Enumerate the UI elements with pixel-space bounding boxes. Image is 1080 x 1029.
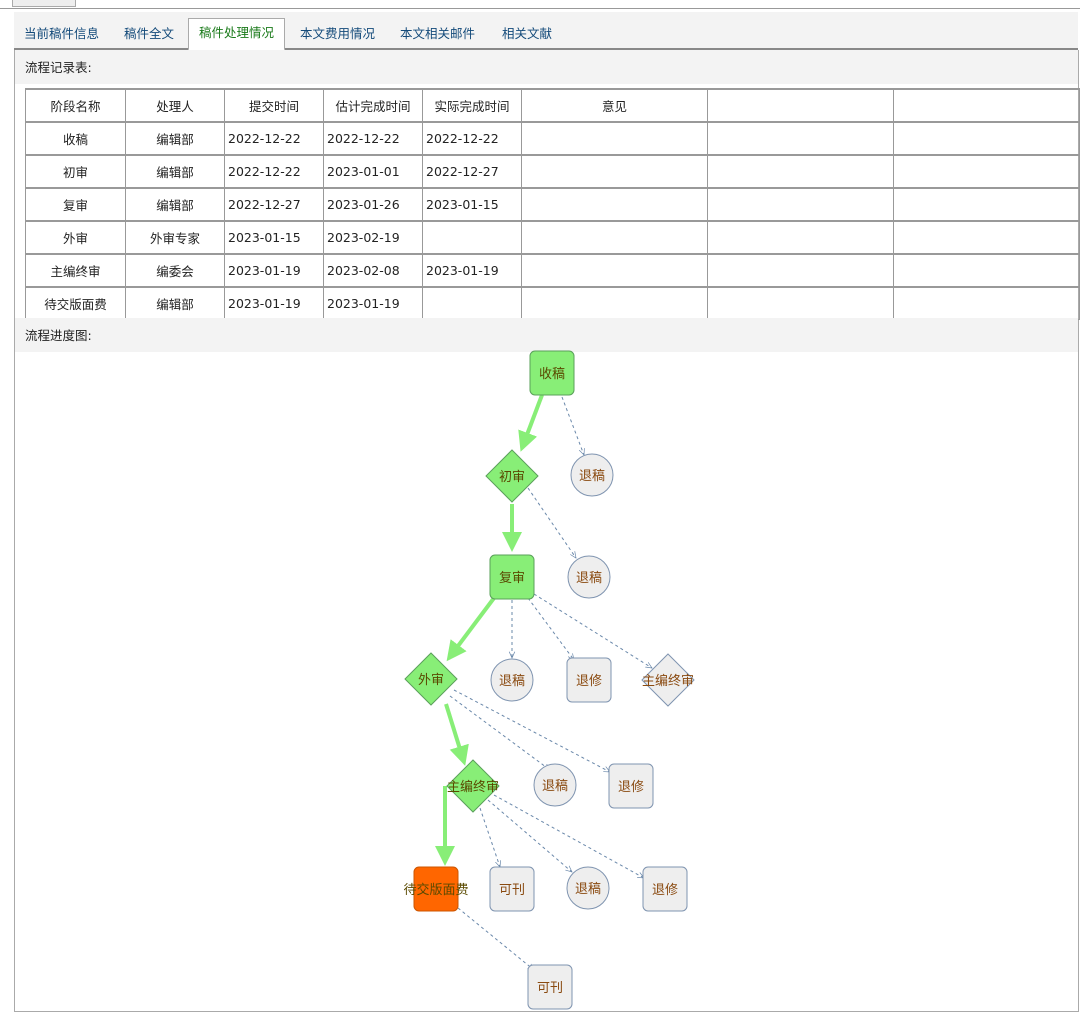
tab-3[interactable]: 本文费用情况 <box>300 26 376 41</box>
flow-node-pending <box>642 866 688 912</box>
flow-node-pending <box>527 964 573 1010</box>
flow-node-label: 退修 <box>576 674 602 689</box>
table-cell <box>893 253 1080 288</box>
flow-node-label: 初审 <box>499 470 525 485</box>
flow-node-label: 可刊 <box>537 981 563 996</box>
flow-edge-option <box>527 487 576 558</box>
flow-node-label: 退稿 <box>576 570 602 586</box>
flow-node-pending <box>490 658 534 702</box>
flow-edge-option <box>527 597 574 660</box>
flow-node-done <box>529 350 575 396</box>
table-cell <box>893 220 1080 255</box>
flow-node-pending <box>567 555 611 599</box>
flow-node-label: 退稿 <box>575 881 601 897</box>
table-cell <box>707 121 894 156</box>
flow-edge-option <box>493 794 644 879</box>
flow-node-label: 主编终审 <box>447 779 499 795</box>
table-cell <box>707 253 894 288</box>
tab-bar: 当前稿件信息 稿件全文稿件处理情况本文费用情况 本文相关邮件 相关文献 <box>14 12 1078 51</box>
flow-edge-option <box>449 695 550 770</box>
table-cell: 2023-01-15 <box>224 220 324 255</box>
flow-node-pending <box>608 763 654 809</box>
column-header <box>707 88 894 123</box>
table-cell <box>521 253 708 288</box>
flow-edge-done <box>444 703 469 766</box>
column-header: 估计完成时间 <box>323 88 423 123</box>
table-cell: 2022-12-22 <box>323 121 423 156</box>
top-bar <box>0 0 1080 9</box>
table-cell <box>521 220 708 255</box>
table-cell: 2023-01-15 <box>422 187 522 222</box>
tab-2[interactable]: 稿件处理情况 <box>188 18 286 51</box>
table-cell: 2022-12-22 <box>422 121 522 156</box>
flow-node-pending <box>566 866 610 910</box>
flow-edge-option <box>533 593 652 668</box>
column-header: 阶段名称 <box>25 88 126 123</box>
flow-edge-option <box>453 689 610 773</box>
flow-node-label: 可刊 <box>499 883 525 898</box>
flow-chart-heading: 流程进度图: <box>15 318 1078 352</box>
flow-node-label: 退稿 <box>542 778 568 794</box>
flow-node-label: 退修 <box>652 883 678 898</box>
flow-node-label: 退稿 <box>499 673 525 689</box>
table-cell <box>422 286 522 320</box>
table-cell: 2023-02-19 <box>323 220 423 255</box>
flow-edge-option <box>487 799 572 872</box>
table-cell: 待交版面费 <box>25 286 126 320</box>
tab-0[interactable]: 当前稿件信息 <box>24 26 100 41</box>
table-cell <box>893 121 1080 156</box>
flow-node-label: 退稿 <box>579 468 605 484</box>
table-cell: 2022-12-22 <box>224 121 324 156</box>
flow-node-pending <box>570 453 614 497</box>
flow-node-pending <box>533 763 577 807</box>
table-cell: 2022-12-22 <box>224 154 324 189</box>
tab-4[interactable]: 本文相关邮件 <box>400 26 476 41</box>
table-cell: 2023-02-08 <box>323 253 423 288</box>
table-cell: 2023-01-19 <box>422 253 522 288</box>
flow-node-label: 退修 <box>618 780 644 795</box>
flow-node-pending <box>489 866 535 912</box>
table-cell <box>707 220 894 255</box>
table-cell: 2023-01-19 <box>224 286 324 320</box>
flow-node-label: 待交版面费 <box>403 882 468 898</box>
top-button[interactable] <box>12 0 76 7</box>
flow-node-pending <box>566 657 612 703</box>
flow-node-done <box>446 759 500 813</box>
flow-node-current <box>413 866 459 912</box>
flow-node-done <box>489 554 535 600</box>
table-cell: 2022-12-27 <box>422 154 522 189</box>
flow-node-label: 复审 <box>499 571 525 586</box>
tab-1[interactable]: 稿件全文 <box>124 26 175 41</box>
flow-edge-option <box>561 396 584 455</box>
flow-node-label: 外审 <box>418 673 444 688</box>
flow-node-label: 主编终审 <box>642 673 694 689</box>
table-cell <box>893 286 1080 320</box>
flow-node-label: 收稿 <box>539 366 565 382</box>
flow-edge-option <box>457 907 534 970</box>
flow-node-pending <box>641 653 695 707</box>
table-cell: 复审 <box>25 187 126 222</box>
tab-5[interactable]: 相关文献 <box>502 26 553 41</box>
flow-edge-done <box>446 596 496 662</box>
table-cell: 2023-01-19 <box>323 286 423 320</box>
record-table-heading: 流程记录表: <box>15 50 1078 84</box>
table-cell: 2023-01-19 <box>224 253 324 288</box>
flow-edge-option <box>479 807 500 867</box>
flow-node-done <box>485 449 539 503</box>
flow-edge-done <box>518 394 544 452</box>
column-header: 处理人 <box>125 88 225 123</box>
column-header: 意见 <box>521 88 708 123</box>
column-header: 实际完成时间 <box>422 88 522 123</box>
table-cell: 编辑部 <box>125 121 225 156</box>
flow-node-done <box>404 652 458 706</box>
